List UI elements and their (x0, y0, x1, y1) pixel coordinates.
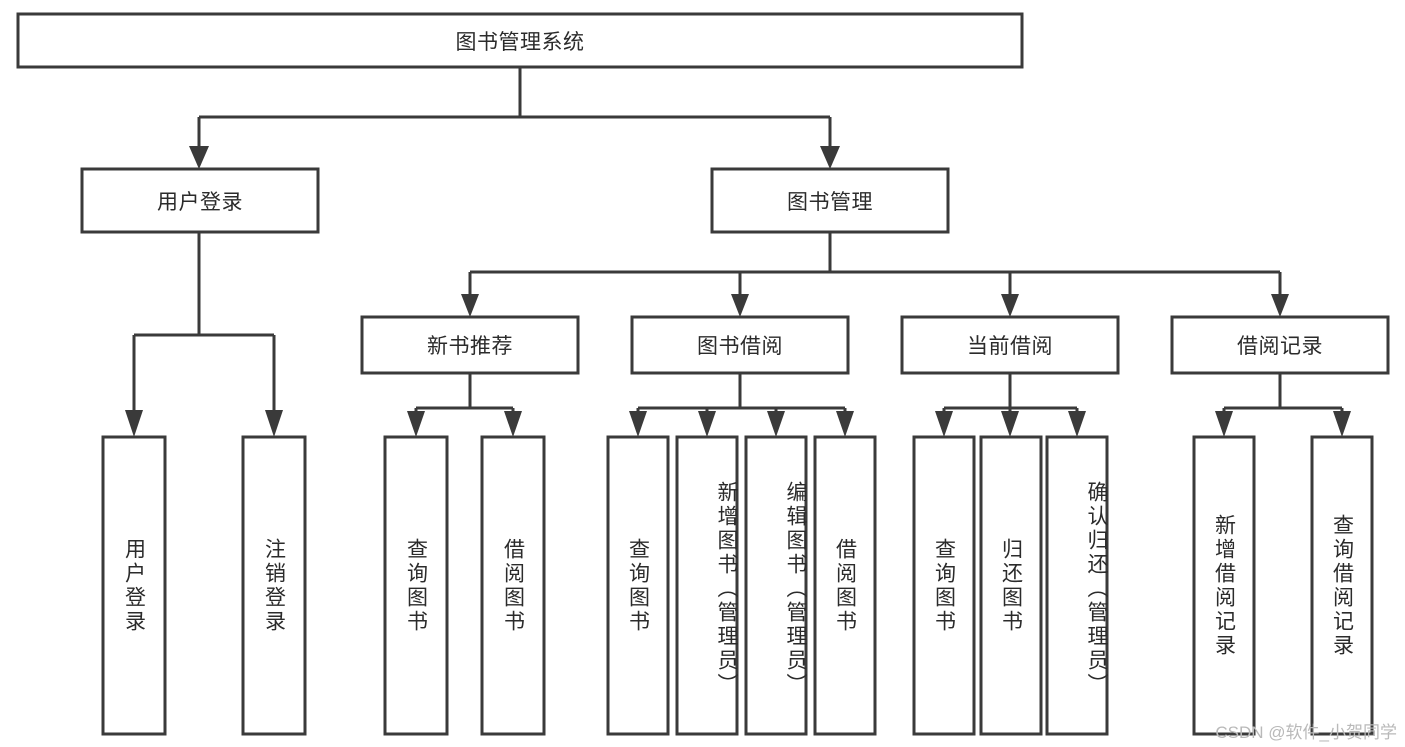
node-box-new-book-recommend[interactable] (360, 315, 580, 375)
node-box-leaf-book-borrow-2[interactable] (675, 435, 739, 736)
arrow-head-leaf-borrow-record-1 (1215, 411, 1233, 437)
arrow-head-leaf-user-login-1 (125, 410, 143, 437)
node-box-leaf-current-borrow-2[interactable] (979, 435, 1043, 736)
arrow-head-book-manage (820, 146, 840, 169)
arrow-head-leaf-user-login-2 (265, 410, 283, 437)
arrow-head-leaf-current-borrow-3 (1068, 411, 1086, 437)
node-box-leaf-book-borrow-3[interactable] (744, 435, 808, 736)
arrow-head-new-book (461, 294, 479, 317)
arrow-head-leaf-new-book-1 (407, 411, 425, 437)
arrow-head-current-borrow (1001, 294, 1019, 317)
node-box-leaf-book-borrow-1[interactable] (606, 435, 670, 736)
arrow-head-leaf-book-borrow-1 (629, 411, 647, 437)
node-box-current-borrow[interactable] (900, 315, 1120, 375)
node-box-leaf-current-borrow-1[interactable] (912, 435, 976, 736)
node-box-leaf-borrow-record-1[interactable] (1192, 435, 1256, 736)
node-box-book-borrow[interactable] (630, 315, 850, 375)
arrow-head-leaf-current-borrow-1 (935, 411, 953, 437)
node-box-leaf-user-login-1[interactable] (101, 435, 167, 736)
node-box-leaf-user-login-2[interactable] (241, 435, 307, 736)
arrow-head-leaf-book-borrow-4 (836, 411, 854, 437)
node-box-leaf-new-book-2[interactable] (480, 435, 546, 736)
arrow-head-leaf-current-borrow-2 (1001, 411, 1019, 437)
node-box-leaf-new-book-1[interactable] (383, 435, 449, 736)
arrow-head-leaf-borrow-record-2 (1333, 411, 1351, 437)
arrow-head-book-borrow (731, 294, 749, 317)
node-box-borrow-record[interactable] (1170, 315, 1390, 375)
node-box-root[interactable] (16, 12, 1024, 69)
node-box-leaf-current-borrow-3[interactable] (1045, 435, 1109, 736)
arrow-head-borrow-record (1271, 294, 1289, 317)
node-box-book-management[interactable] (710, 167, 950, 234)
arrow-head-leaf-new-book-2 (504, 411, 522, 437)
node-box-leaf-borrow-record-2[interactable] (1310, 435, 1374, 736)
arrow-head-leaf-book-borrow-3 (767, 411, 785, 437)
node-box-leaf-book-borrow-4[interactable] (813, 435, 877, 736)
arrow-head-user-login (189, 146, 209, 169)
arrow-head-leaf-book-borrow-2 (698, 411, 716, 437)
node-box-user-login[interactable] (80, 167, 320, 234)
